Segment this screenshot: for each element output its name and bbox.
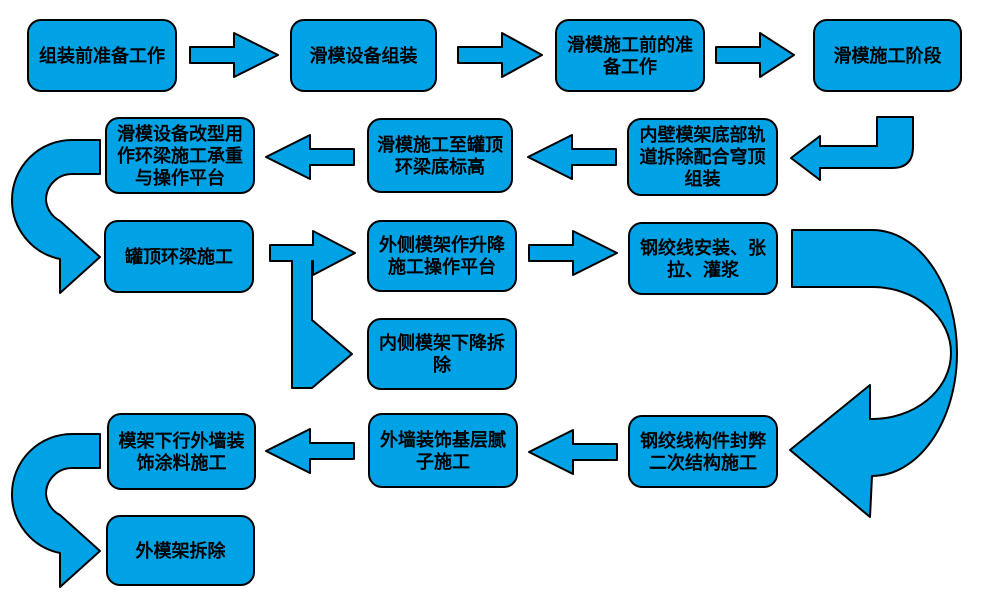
node-label: 钢绞线安装、张拉、灌浆 bbox=[640, 237, 766, 280]
node-label: 罐顶环梁施工 bbox=[125, 246, 233, 267]
node-label: 组装前准备工作 bbox=[39, 45, 165, 66]
node-outer-formwork-removal: 外模架拆除 bbox=[106, 515, 255, 586]
node-label: 滑模施工阶段 bbox=[833, 45, 942, 66]
uturn-arrow-n7-n8 bbox=[10, 139, 101, 294]
node-equipment-retrofit-platform: 滑模设备改型用作环梁施工承重与操作平台 bbox=[105, 117, 255, 194]
node-label: 钢绞线构件封弊二次结构施工 bbox=[640, 430, 766, 473]
node-outer-formwork-platform: 外侧模架作升降施工操作平台 bbox=[367, 220, 517, 292]
node-label: 滑模设备改型用作环梁施工承重与操作平台 bbox=[117, 123, 243, 188]
node-strand-seal-secondary: 钢绞线构件封弊二次结构施工 bbox=[628, 415, 778, 488]
node-label: 滑模施工至罐顶环梁底标高 bbox=[377, 134, 503, 177]
node-label: 模架下行外墙装饰涂料施工 bbox=[118, 430, 245, 473]
arrow-n2-n3 bbox=[457, 32, 543, 78]
arrow-n1-n2 bbox=[189, 32, 279, 78]
node-label: 内侧模架下降拆除 bbox=[379, 333, 505, 375]
elbow-arrow-n4-n5 bbox=[790, 116, 914, 181]
node-wall-putty: 外墙装饰基层腻子施工 bbox=[368, 413, 518, 488]
node-label: 外墙装饰基层腻子施工 bbox=[380, 429, 506, 472]
node-pre-assembly-prep: 组装前准备工作 bbox=[27, 19, 177, 92]
node-ringbeam-construction: 罐顶环梁施工 bbox=[104, 220, 254, 293]
arrow-n12-n13 bbox=[528, 429, 618, 475]
node-label: 外侧模架作升降施工操作平台 bbox=[379, 235, 505, 277]
branch-arrow-n8-n9-n11 bbox=[269, 230, 356, 389]
node-inner-formwork-dismantle: 内侧模架下降拆除 bbox=[367, 318, 517, 390]
node-inner-rail-removal-dome: 内壁模架底部轨道拆除配合穹顶组装 bbox=[627, 118, 778, 196]
node-label: 滑模施工前的准备工作 bbox=[567, 34, 693, 77]
arrow-n9-n10 bbox=[528, 230, 618, 276]
node-slipform-stage: 滑模施工阶段 bbox=[813, 19, 962, 92]
node-strand-install: 钢绞线安装、张拉、灌浆 bbox=[628, 222, 778, 295]
node-wall-coating: 模架下行外墙装饰涂料施工 bbox=[107, 413, 256, 490]
arrow-n3-n4 bbox=[715, 32, 795, 78]
node-label: 滑模设备组装 bbox=[309, 45, 418, 66]
node-slipform-to-ringbeam: 滑模施工至罐顶环梁底标高 bbox=[367, 118, 513, 193]
node-slipform-equipment-assembly: 滑模设备组装 bbox=[290, 19, 437, 92]
uturn-arrow-n10-n12 bbox=[789, 229, 958, 518]
node-label: 外模架拆除 bbox=[135, 540, 226, 561]
uturn-arrow-n14-n15 bbox=[10, 433, 101, 588]
node-pre-slipform-prep: 滑模施工前的准备工作 bbox=[555, 19, 705, 92]
arrow-n13-n14 bbox=[265, 428, 355, 474]
node-label: 内壁模架底部轨道拆除配合穹顶组装 bbox=[639, 125, 766, 189]
arrow-n5-n6 bbox=[527, 134, 617, 180]
arrow-n6-n7 bbox=[265, 134, 355, 180]
